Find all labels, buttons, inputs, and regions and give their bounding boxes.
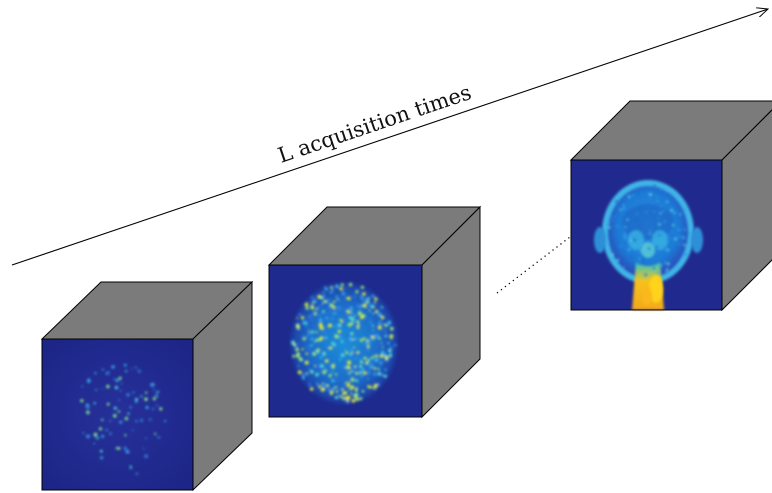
frame-L-cube: [569, 100, 772, 312]
scan-frame-2: [269, 265, 422, 417]
axis-label: L acquisition times: [275, 80, 474, 168]
scan-frame-1: [42, 339, 193, 490]
frame-1-cube: [40, 280, 254, 492]
scan-frame-L: [571, 160, 722, 310]
time-axis-arrow: [11, 9, 768, 266]
frame-2-cube: [267, 205, 482, 419]
ellipsis-dots: [496, 236, 571, 294]
